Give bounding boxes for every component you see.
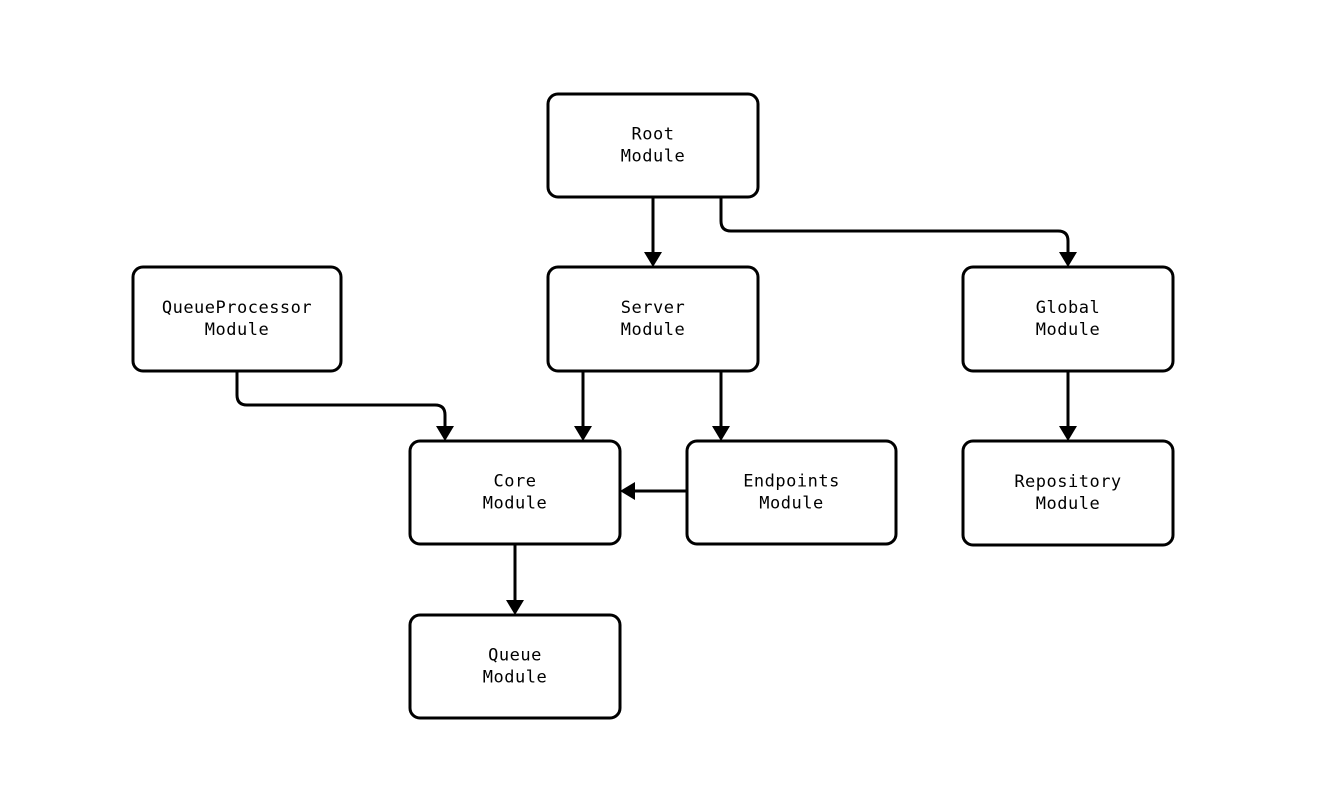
repository-module-node-box[interactable] bbox=[961, 439, 1175, 547]
edge-root-to-global-line bbox=[719, 197, 1070, 252]
edge-endpoints-to-core-arrowhead-icon bbox=[620, 482, 635, 500]
edge-core-to-queue bbox=[506, 544, 524, 615]
edge-queueprocessor-to-core bbox=[235, 371, 454, 441]
queueprocessor-module-node-label-line2: Module bbox=[205, 320, 269, 340]
core-module-node-label-line2: Module bbox=[483, 494, 547, 514]
queue-module-node-box[interactable] bbox=[408, 613, 622, 720]
repository-module-node-label-line1: Repository bbox=[1014, 472, 1121, 492]
global-module-node-label-line2: Module bbox=[1036, 320, 1100, 340]
repository-module-node-label-line2: Module bbox=[1036, 494, 1100, 514]
edge-root-to-server-arrowhead-icon bbox=[644, 252, 662, 267]
global-module-node-box[interactable] bbox=[961, 265, 1175, 373]
edge-root-to-global-arrowhead-icon bbox=[1059, 252, 1077, 267]
endpoints-module-node-box[interactable] bbox=[685, 439, 898, 546]
endpoints-module-node-label-line2: Module bbox=[759, 494, 823, 514]
edge-root-to-global bbox=[719, 197, 1077, 267]
queueprocessor-module-node-box[interactable] bbox=[131, 265, 343, 373]
server-module-node-label-line2: Module bbox=[621, 320, 685, 340]
core-module-node-box[interactable] bbox=[408, 439, 622, 546]
endpoints-module-node-label-line1: Endpoints bbox=[743, 472, 840, 492]
root-module-node-label-line1: Root bbox=[632, 125, 675, 145]
core-module-node-label-line1: Core bbox=[494, 472, 537, 492]
edge-global-to-repository-arrowhead-icon bbox=[1059, 426, 1077, 441]
edge-server-to-core bbox=[574, 371, 592, 441]
nodes-layer: RootModuleQueueProcessorModuleServerModu… bbox=[131, 92, 1175, 720]
edges-layer bbox=[235, 197, 1077, 615]
edge-server-to-core-arrowhead-icon bbox=[574, 426, 592, 441]
queue-module-node-label-line2: Module bbox=[483, 668, 547, 688]
edge-root-to-server bbox=[644, 197, 662, 267]
global-module-node-label-line1: Global bbox=[1036, 298, 1100, 318]
edge-core-to-queue-arrowhead-icon bbox=[506, 600, 524, 615]
queueprocessor-module-node-label-line1: QueueProcessor bbox=[162, 298, 312, 318]
root-module-node-box[interactable] bbox=[546, 92, 760, 199]
edge-endpoints-to-core bbox=[620, 482, 687, 500]
edge-queueprocessor-to-core-arrowhead-icon bbox=[436, 426, 454, 441]
server-module-node-box[interactable] bbox=[546, 265, 760, 373]
server-module-node-label-line1: Server bbox=[621, 298, 685, 318]
queue-module-node-label-line1: Queue bbox=[488, 646, 542, 666]
edge-server-to-endpoints-arrowhead-icon bbox=[712, 426, 730, 441]
edge-queueprocessor-to-core-line bbox=[235, 371, 447, 426]
edge-server-to-endpoints bbox=[712, 371, 730, 441]
edge-global-to-repository bbox=[1059, 371, 1077, 441]
root-module-node-label-line2: Module bbox=[621, 147, 685, 167]
